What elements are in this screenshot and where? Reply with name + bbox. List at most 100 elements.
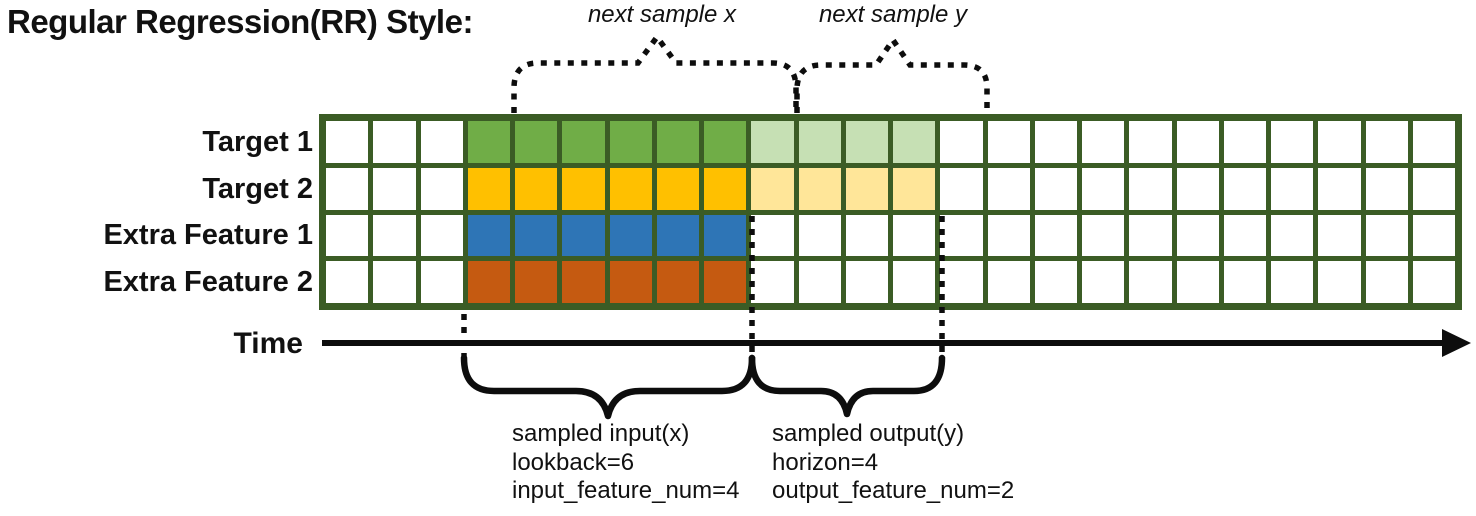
grid-cell	[1271, 261, 1314, 303]
grid-cell	[1129, 167, 1172, 210]
row-label: Extra Feature 2	[103, 266, 313, 299]
grid-cell	[1223, 167, 1266, 210]
grid-cell	[798, 214, 841, 257]
grid-cell	[656, 214, 699, 257]
grid-cell	[1412, 214, 1455, 257]
grid-cell	[562, 214, 605, 257]
grid-cell	[1082, 121, 1125, 163]
grid-cell	[609, 167, 652, 210]
grid-cell	[1034, 214, 1077, 257]
output-annotation-horizon: horizon=4	[772, 448, 879, 476]
grid-cell	[845, 261, 888, 303]
grid-cell	[1129, 214, 1172, 257]
next-sample-y-brace	[794, 35, 990, 113]
grid-cell	[1082, 261, 1125, 303]
next-sample-x-brace	[511, 32, 799, 113]
grid-cell	[373, 261, 416, 303]
grid-cell	[704, 167, 747, 210]
grid-cell	[373, 121, 416, 163]
grid-cell	[562, 121, 605, 163]
row-label: Extra Feature 1	[103, 219, 313, 252]
time-series-grid	[319, 114, 1462, 310]
grid-cell	[1318, 214, 1361, 257]
grid-cell	[798, 167, 841, 210]
grid-cell	[1176, 121, 1219, 163]
grid-cell	[751, 214, 794, 257]
grid-cell	[1365, 121, 1408, 163]
grid-cell	[1034, 121, 1077, 163]
grid-cell	[987, 261, 1030, 303]
grid-cell	[562, 261, 605, 303]
grid-cell	[562, 167, 605, 210]
grid-cell	[704, 214, 747, 257]
grid-cell	[987, 167, 1030, 210]
grid-cell	[656, 121, 699, 163]
grid-cell	[1129, 261, 1172, 303]
grid-cell	[845, 214, 888, 257]
grid-cell	[987, 121, 1030, 163]
grid-cell	[515, 167, 558, 210]
row-label: Target 2	[202, 172, 313, 205]
grid-cell	[656, 167, 699, 210]
grid-cell	[1365, 214, 1408, 257]
grid-cell	[1223, 261, 1266, 303]
next-sample-x-label: next sample x	[587, 1, 737, 28]
grid-cell	[940, 261, 983, 303]
grid-cell	[893, 261, 936, 303]
grid-cell	[467, 167, 510, 210]
next-sample-y-label: next sample y	[818, 1, 968, 28]
grid-cell	[798, 261, 841, 303]
time-axis-label: Time	[233, 327, 303, 360]
grid-cell	[893, 167, 936, 210]
grid-cell	[1271, 214, 1314, 257]
grid-cell	[373, 214, 416, 257]
grid-cell	[420, 167, 463, 210]
grid-cell	[940, 214, 983, 257]
grid-cell	[1082, 214, 1125, 257]
input-annotation-feature-num: input_feature_num=4	[512, 477, 740, 505]
grid-cell	[609, 121, 652, 163]
grid-cell	[515, 121, 558, 163]
grid-cell	[704, 121, 747, 163]
grid-cell	[1365, 261, 1408, 303]
grid-cell	[987, 214, 1030, 257]
grid-cell	[1129, 121, 1172, 163]
grid-cell	[420, 261, 463, 303]
grid-cell	[1082, 167, 1125, 210]
grid-cell	[1223, 214, 1266, 257]
grid-cell	[515, 214, 558, 257]
input-annotation-lookback: lookback=6	[512, 448, 635, 476]
input-annotation-title: sampled input(x)	[512, 420, 690, 447]
grid-cell	[845, 167, 888, 210]
grid-cell	[940, 121, 983, 163]
output-annotation-feature-num: output_feature_num=2	[772, 477, 1015, 505]
sampled-output-brace	[748, 354, 946, 418]
grid-cell	[1412, 261, 1455, 303]
grid-cell	[1223, 121, 1266, 163]
grid-cell	[326, 121, 369, 163]
grid-cell	[1318, 121, 1361, 163]
grid-cell	[326, 261, 369, 303]
grid-cell	[845, 121, 888, 163]
row-label: Target 1	[202, 125, 313, 158]
grid-cell	[1365, 167, 1408, 210]
grid-cell	[326, 214, 369, 257]
sampled-input-brace	[460, 354, 756, 420]
grid-cell	[467, 121, 510, 163]
grid-cell	[1271, 121, 1314, 163]
grid-cell	[326, 167, 369, 210]
grid-cell	[893, 214, 936, 257]
grid-cell	[1034, 167, 1077, 210]
grid-cell	[420, 121, 463, 163]
time-axis-arrowhead-icon	[1442, 329, 1471, 357]
grid-cell	[893, 121, 936, 163]
grid-cell	[1176, 167, 1219, 210]
diagram-title: Regular Regression(RR) Style:	[7, 3, 473, 40]
grid-cell	[1318, 261, 1361, 303]
grid-cell	[1176, 214, 1219, 257]
grid-cell	[940, 167, 983, 210]
grid-cell	[420, 214, 463, 257]
grid-cell	[751, 121, 794, 163]
input-annotation: sampled input(x) lookback=6 input_featur…	[512, 420, 740, 506]
